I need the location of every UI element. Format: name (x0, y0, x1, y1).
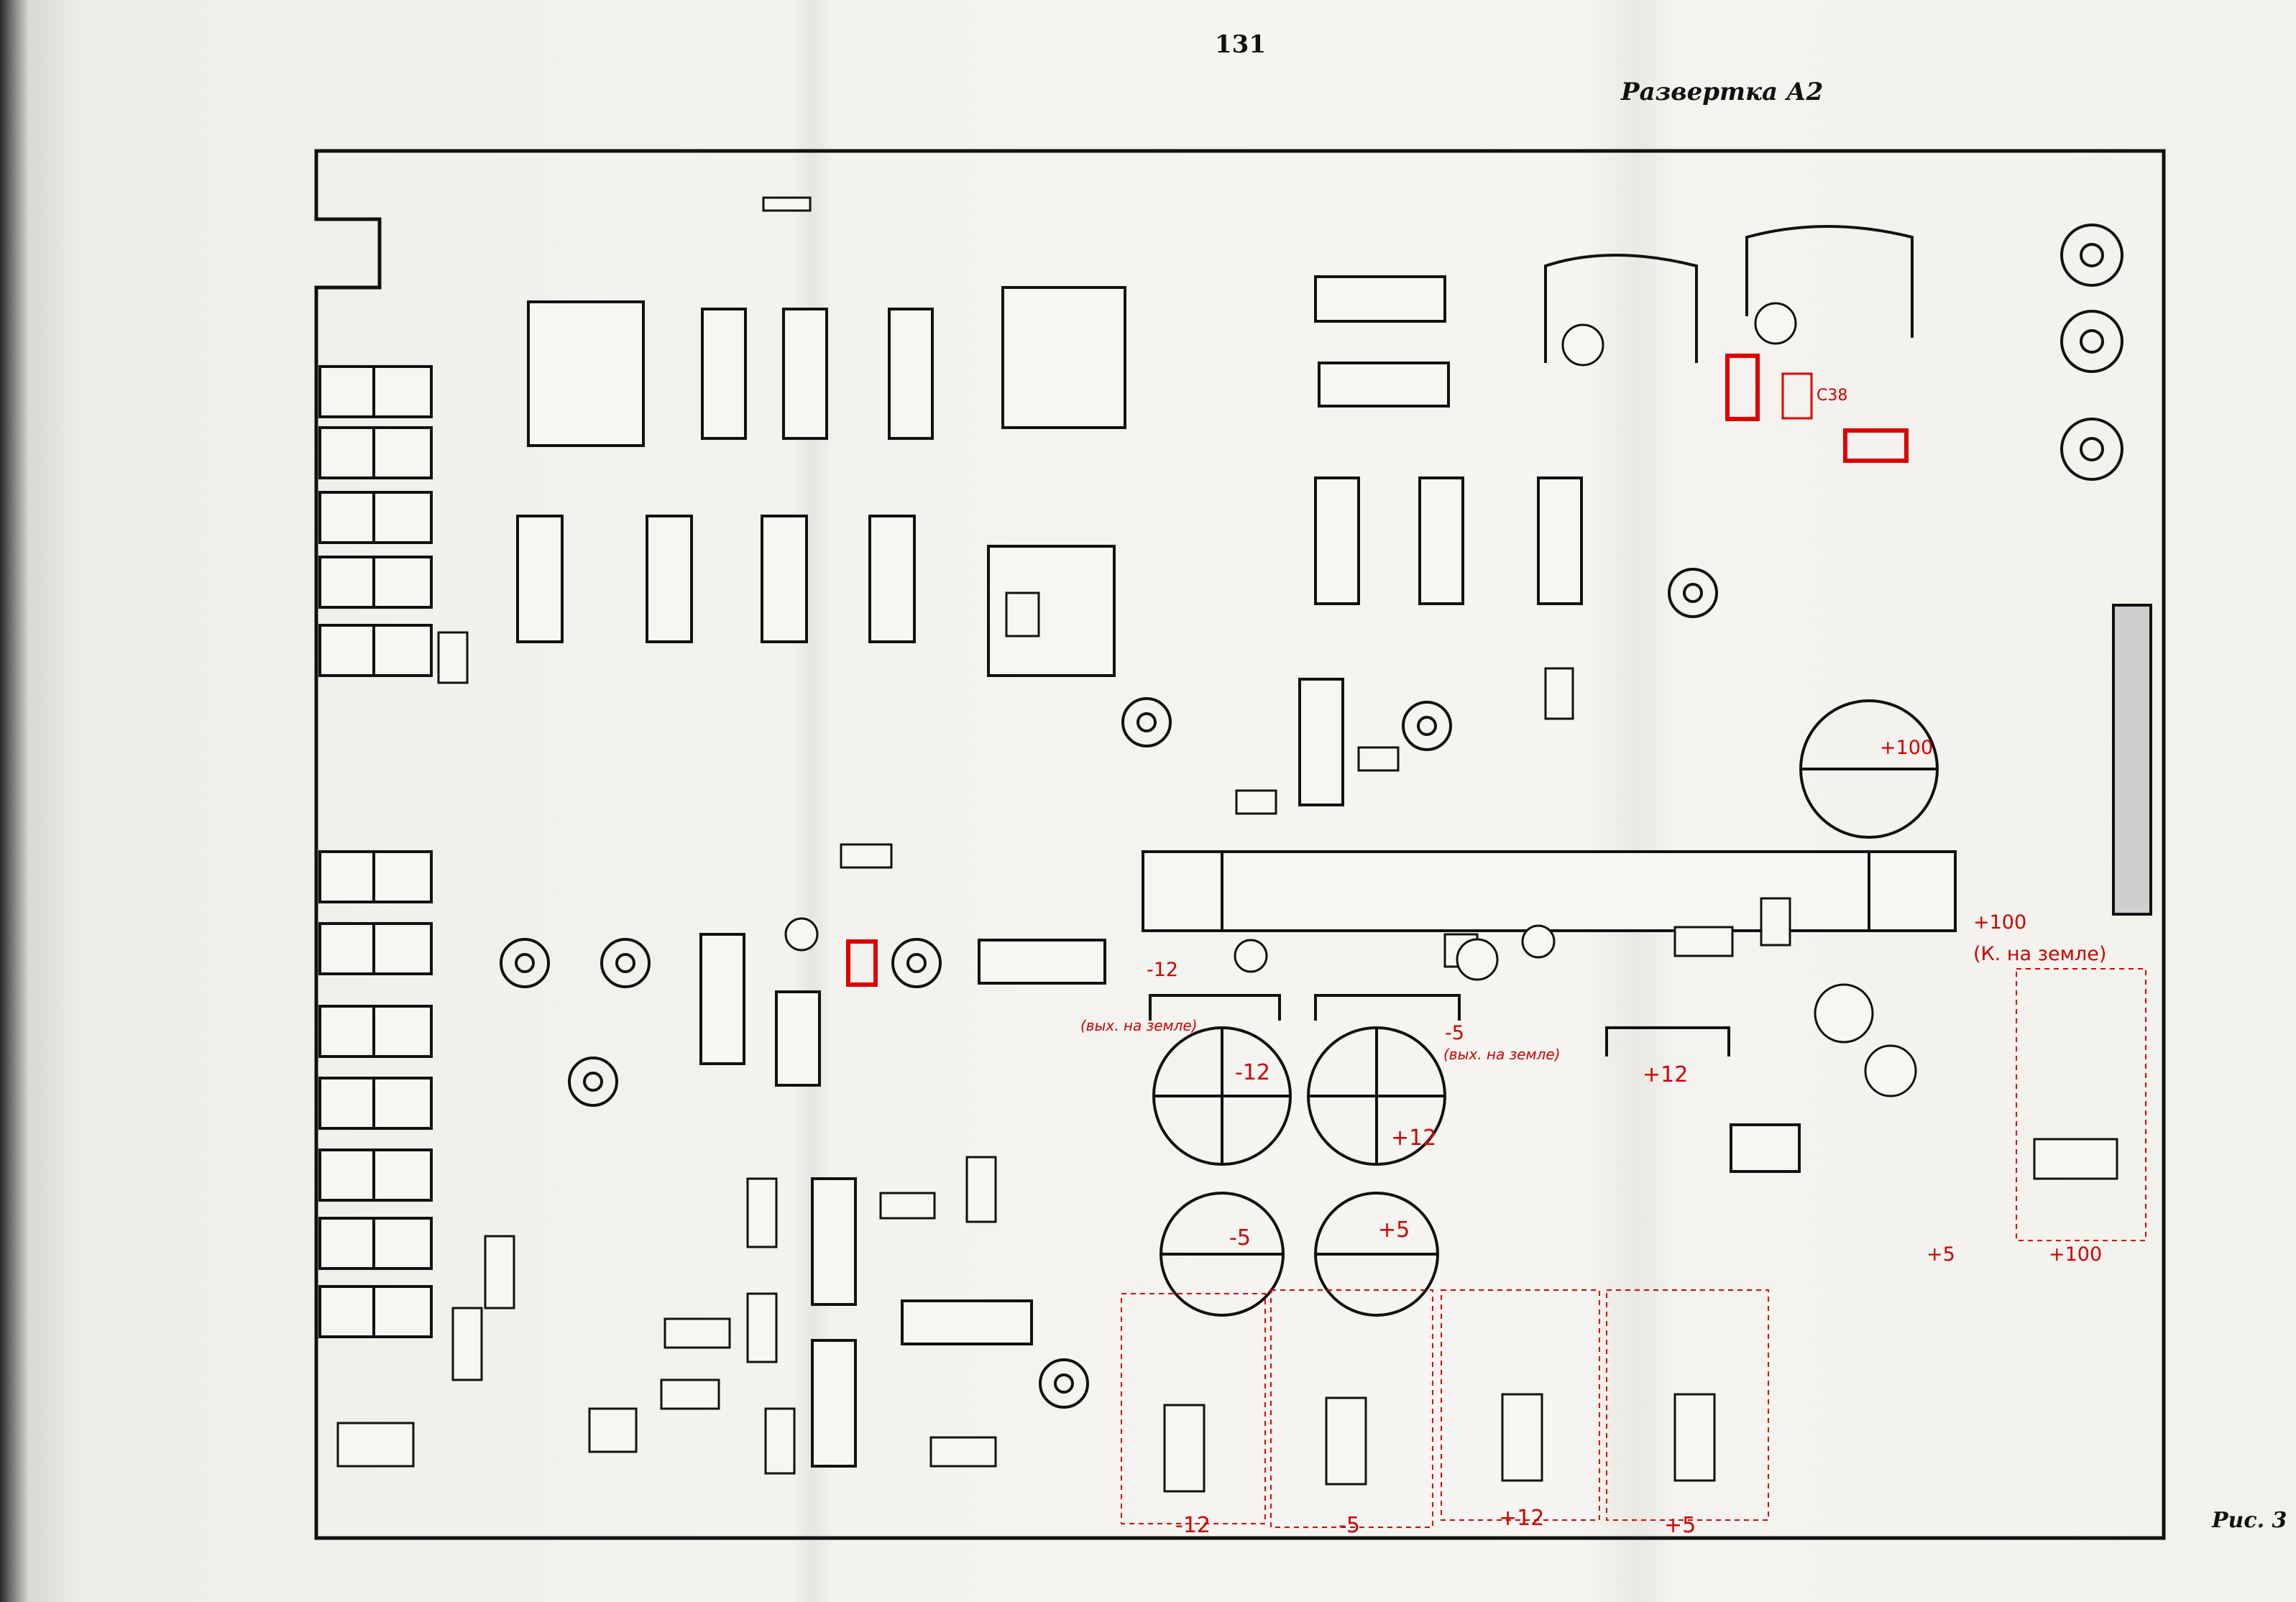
chip-c11 (1730, 1123, 1801, 1173)
edge-slot-s5 (318, 1285, 433, 1338)
highlight-c50 (1843, 428, 1909, 463)
big-capacitors (1152, 699, 1939, 1317)
chip-r-4 (868, 515, 916, 643)
chips (516, 275, 1801, 1468)
chip-bank-2 (782, 308, 828, 440)
group-label-plus5: +5 (1664, 1513, 1696, 1538)
chip-d3 (901, 1299, 1033, 1345)
chip-d13 (1318, 362, 1450, 408)
chip-d15 (1314, 477, 1360, 605)
highlight-c49 (1725, 354, 1760, 421)
edge-slot-s2 (318, 1148, 433, 1202)
highlights (846, 354, 1909, 987)
missing-c38-outline (1781, 372, 1813, 420)
chip-d8 (811, 1339, 857, 1468)
annot-minus12-top: -12 (1147, 959, 1179, 981)
chip-c14 (775, 990, 821, 1087)
edge-slot-s14 (318, 624, 433, 677)
annot-plus5-right: +5 (1927, 1243, 1955, 1266)
edge-slot-s8 (318, 922, 433, 975)
chip-r-1 (516, 515, 564, 643)
page-title: Развертка А2 (1621, 78, 1824, 106)
annot-plus100-bottom: +100 (2049, 1243, 2103, 1266)
edge-slot-s3 (318, 1077, 433, 1130)
chip-d9 (1001, 286, 1126, 429)
annot-plus12-d6: +12 (1643, 1062, 1689, 1087)
trimmers (500, 224, 2123, 1409)
edge-slot-s12 (318, 556, 433, 609)
connector-x9 (2112, 604, 2152, 916)
chip-d11 (978, 939, 1106, 985)
chip-d16 (1418, 477, 1464, 605)
chip-d17 (1298, 678, 1344, 806)
page-number: 131 (1215, 30, 1266, 59)
annot-plus100-ground: (К. на земле) (1973, 943, 2107, 965)
chip-bank-3 (888, 308, 934, 440)
edge-slot-s7 (318, 850, 433, 903)
chip-d18 (527, 300, 645, 447)
group-box-plus12 (1441, 1289, 1600, 1521)
annot-minus5-top: -5 (1445, 1022, 1464, 1044)
connector-x6 (762, 196, 812, 212)
connector-x8 (1142, 850, 1957, 932)
annot-plus100-right: +100 (1973, 911, 2027, 934)
chip-r-3 (761, 515, 808, 643)
edge-slot-s9 (318, 365, 433, 418)
missing-c38-label: C38 (1817, 387, 1848, 405)
group-label-minus5: -5 (1338, 1513, 1360, 1538)
annot-minus12-ground: (вых. на земле) (1080, 1017, 1198, 1034)
annot-cap-plus12: +12 (1391, 1125, 1437, 1151)
chip-bank-1 (701, 308, 747, 440)
edge-slot-s4 (318, 1005, 433, 1058)
chip-r-2 (646, 515, 693, 643)
group-box-plus5 (1606, 1289, 1769, 1521)
annot-cap-minus12: -12 (1235, 1060, 1270, 1085)
annot-minus5-ground: (вых. на земле) (1443, 1046, 1561, 1063)
annot-plus100-top: +100 (1880, 737, 1934, 759)
board-outline (314, 149, 2166, 1540)
annot-cap-minus5: -5 (1229, 1225, 1251, 1251)
edge-slots (318, 365, 433, 1338)
annot-cap-plus5: +5 (1378, 1217, 1410, 1243)
chip-c13 (699, 933, 745, 1065)
chip-d14 (1537, 477, 1583, 605)
edge-slot-s13 (318, 491, 433, 544)
group-label-plus12: +12 (1499, 1506, 1545, 1531)
fuses (1163, 1138, 2118, 1493)
group-box-minus5 (1270, 1289, 1433, 1528)
highlight-r70 (846, 939, 878, 987)
figure-label: Рис. 3 (2212, 1508, 2287, 1533)
chip-d2 (811, 1177, 857, 1306)
dashed-groups (1121, 968, 2146, 1528)
small-parts (336, 302, 1917, 1475)
edge-slot-s1 (318, 1217, 433, 1270)
transistor-brackets (1149, 225, 1914, 1057)
edge-slot-s10 (318, 426, 433, 479)
chip-d12 (1314, 275, 1446, 323)
group-box-plus100 (2016, 968, 2146, 1241)
group-label-minus12: -12 (1175, 1513, 1211, 1538)
